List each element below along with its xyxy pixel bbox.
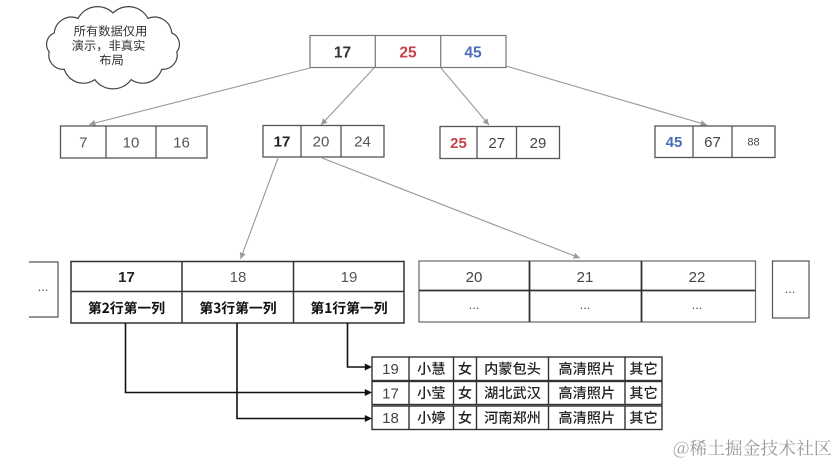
- svg-text:25: 25: [399, 45, 417, 62]
- svg-text:...: ...: [785, 281, 796, 296]
- svg-text:...: ...: [469, 297, 480, 312]
- svg-text:18: 18: [230, 269, 247, 286]
- svg-text:7: 7: [79, 134, 87, 151]
- svg-text:10: 10: [123, 134, 140, 151]
- svg-text:20: 20: [313, 134, 330, 151]
- svg-text:17: 17: [118, 269, 135, 286]
- svg-text:19: 19: [382, 361, 399, 378]
- svg-text:18: 18: [382, 410, 399, 427]
- svg-text:29: 29: [530, 135, 547, 152]
- svg-text:67: 67: [704, 134, 721, 151]
- svg-text:...: ...: [38, 279, 49, 294]
- svg-text:17: 17: [334, 45, 351, 62]
- svg-text:22: 22: [689, 269, 706, 286]
- svg-text:19: 19: [341, 269, 358, 286]
- svg-text:...: ...: [580, 297, 591, 312]
- svg-text:88: 88: [747, 137, 759, 149]
- svg-text:27: 27: [488, 135, 505, 152]
- svg-text:...: ...: [692, 297, 703, 312]
- svg-text:25: 25: [450, 135, 467, 152]
- svg-text:45: 45: [464, 45, 482, 62]
- svg-text:20: 20: [466, 269, 483, 286]
- svg-text:24: 24: [354, 134, 371, 151]
- svg-text:21: 21: [577, 269, 594, 286]
- svg-text:17: 17: [382, 385, 399, 402]
- svg-text:16: 16: [173, 134, 190, 151]
- svg-text:45: 45: [666, 134, 683, 151]
- svg-text:17: 17: [274, 134, 291, 151]
